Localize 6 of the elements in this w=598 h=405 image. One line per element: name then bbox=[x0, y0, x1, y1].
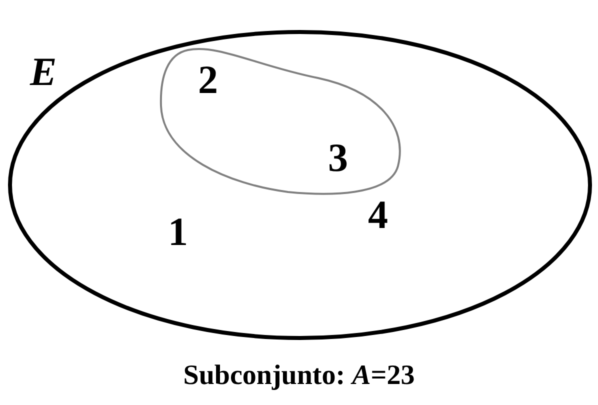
caption: Subconjunto: A=23 bbox=[182, 360, 416, 392]
element-label: 3 bbox=[328, 138, 348, 178]
element-label: 2 bbox=[198, 60, 218, 100]
element-label: 1 bbox=[168, 212, 188, 252]
set-name: E bbox=[30, 52, 57, 92]
element-label: 4 bbox=[368, 195, 388, 235]
